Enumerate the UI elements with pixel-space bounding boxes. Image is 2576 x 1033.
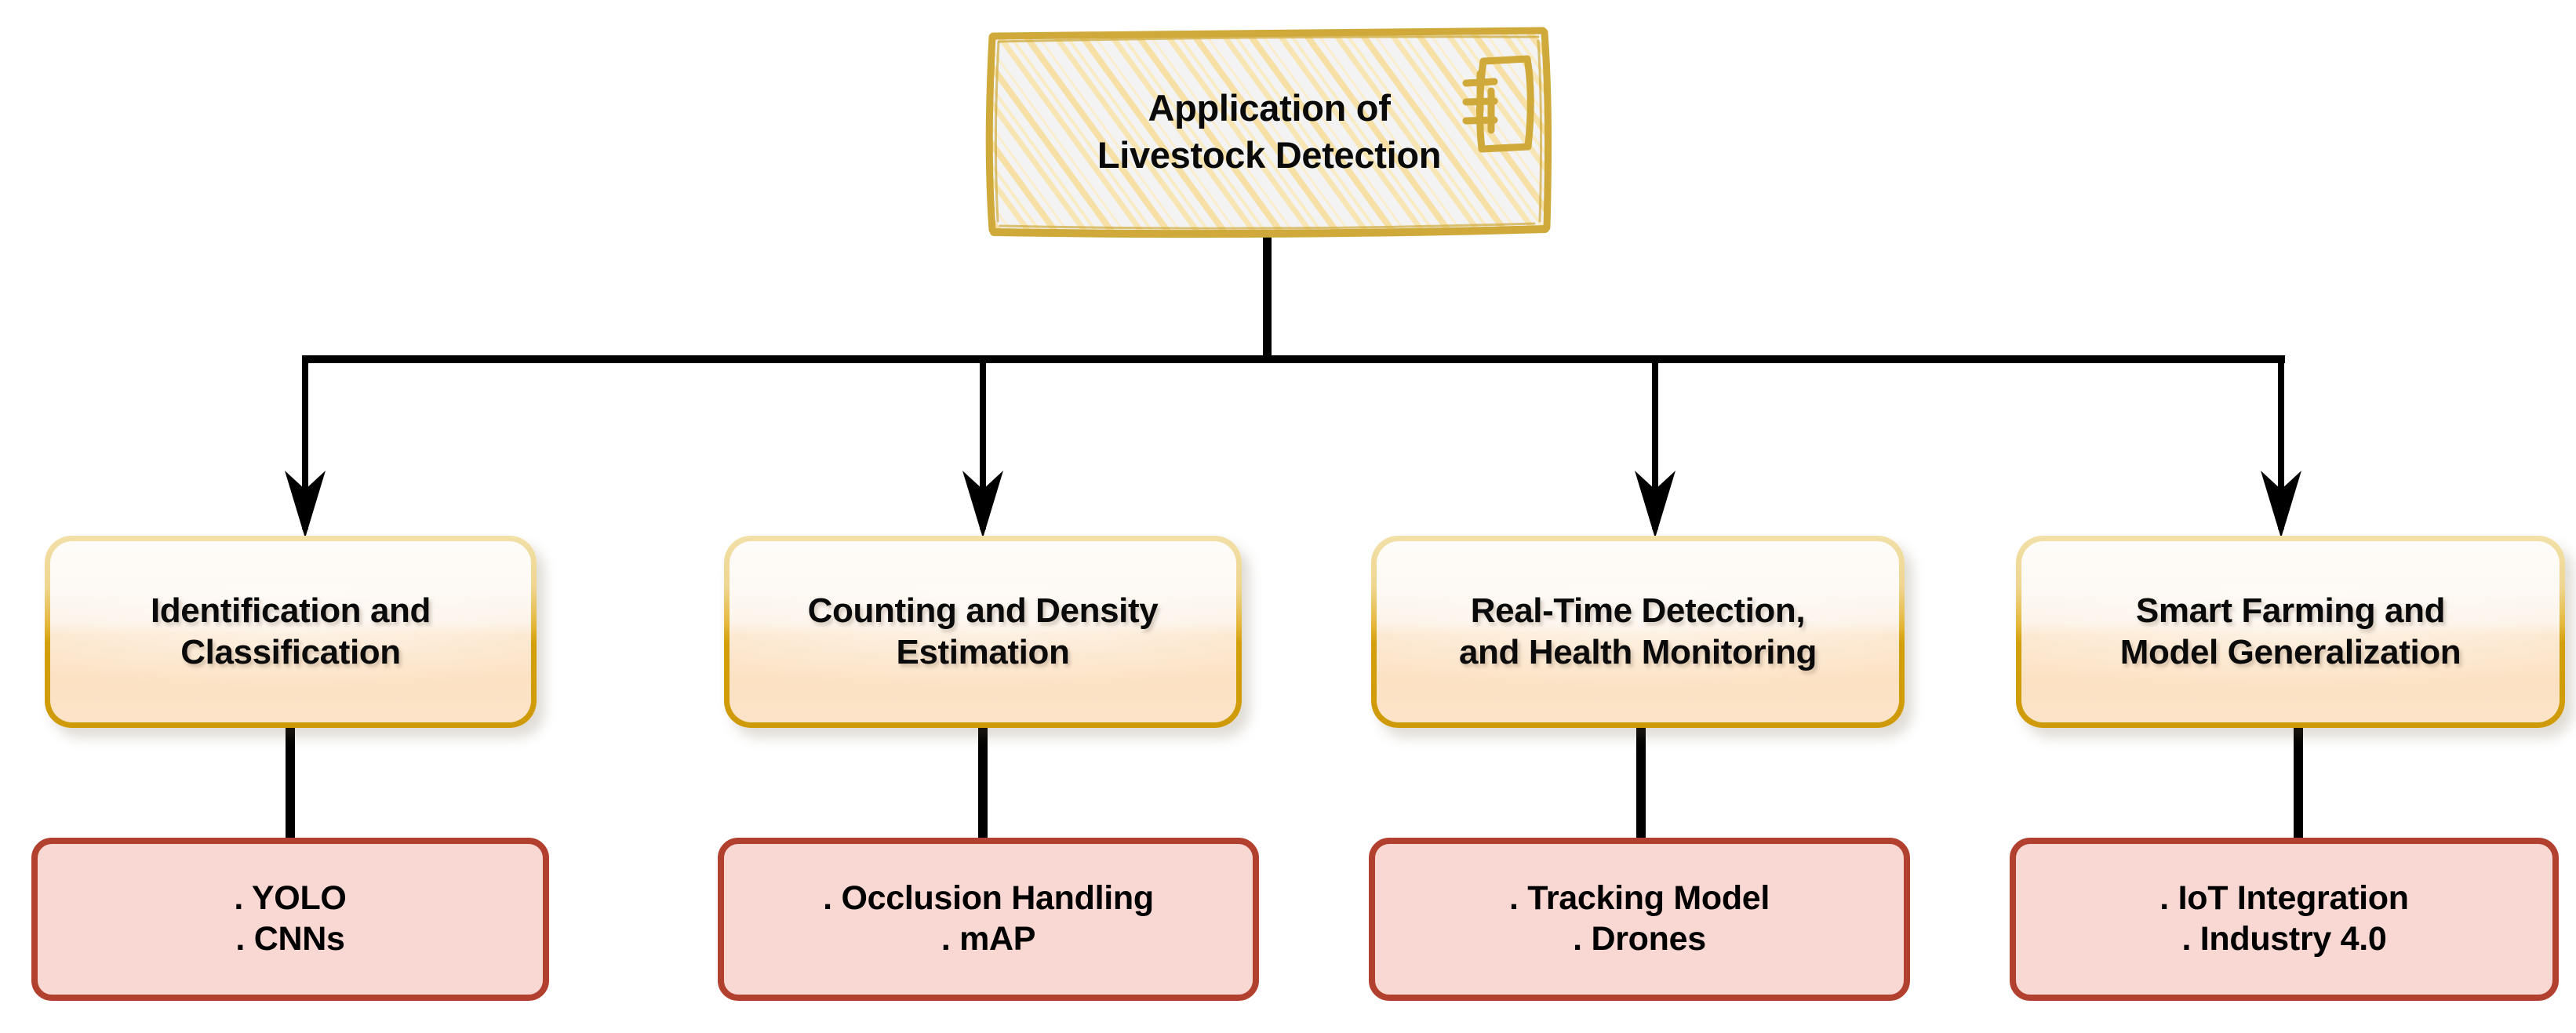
category-node-smart-farming-and-model-generalization[interactable]: Smart Farming and Model Generalization <box>2016 536 2565 728</box>
category-node-fill <box>2021 541 2560 722</box>
category-node-label: Identification and Classification <box>45 591 537 673</box>
connector-root-stem <box>1263 235 1272 361</box>
leaf-label-line-2: . Industry 4.0 <box>2181 920 2387 958</box>
root-label-line-1: Application of <box>1148 87 1391 129</box>
leaf-node-label: . Occlusion Handling . mAP <box>724 878 1253 959</box>
leaf-node-label: . IoT Integration . Industry 4.0 <box>2016 878 2552 959</box>
leaf-label-line-1: . YOLO <box>234 879 347 918</box>
connector-leaf-link-4 <box>2294 726 2303 842</box>
category-label-line-2: Estimation <box>896 632 1070 671</box>
category-node-label: Counting and Density Estimation <box>724 591 1242 673</box>
category-node-real-time-detection-and-health-monitoring[interactable]: Real-Time Detection, and Health Monitori… <box>1371 536 1905 728</box>
connector-branch-4 <box>2261 355 2301 538</box>
leaf-node-iot-integration-industry-4-0[interactable]: . IoT Integration . Industry 4.0 <box>2010 838 2559 1001</box>
leaf-node-label: . Tracking Model . Drones <box>1375 878 1904 959</box>
root-label-line-2: Livestock Detection <box>1097 133 1442 176</box>
leaf-node-occlusion-handling-map[interactable]: . Occlusion Handling . mAP <box>718 838 1259 1001</box>
category-label-line-2: Classification <box>180 632 401 671</box>
root-node[interactable]: Application of Livestock Detection <box>983 24 1555 239</box>
category-node-label: Smart Farming and Model Generalization <box>2016 591 2565 673</box>
category-label-line-1: Counting and Density <box>807 591 1159 631</box>
leaf-label-line-1: . Tracking Model <box>1508 879 1770 918</box>
connector-leaf-link-2 <box>978 726 988 842</box>
root-node-fill <box>991 30 1549 234</box>
leaf-node-label: . YOLO . CNNs <box>38 878 543 959</box>
category-label-line-1: Real-Time Detection, <box>1470 591 1806 631</box>
category-label-line-2: and Health Monitoring <box>1458 632 1817 671</box>
root-node-sketch-shape <box>985 27 1552 238</box>
connector-branch-2 <box>962 355 1003 538</box>
connector-branch-1 <box>285 355 326 538</box>
note-document-icon <box>1462 55 1534 153</box>
connector-leaf-link-3 <box>1636 726 1646 842</box>
connector-branch-3 <box>1635 355 1675 538</box>
category-node-fill <box>730 541 1236 722</box>
category-node-label: Real-Time Detection, and Health Monitori… <box>1371 591 1905 673</box>
category-label-line-1: Smart Farming and <box>2135 591 2446 631</box>
leaf-label-line-1: . Occlusion Handling <box>823 879 1154 918</box>
category-node-identification-and-classification[interactable]: Identification and Classification <box>45 536 537 728</box>
category-node-counting-and-density-estimation[interactable]: Counting and Density Estimation <box>724 536 1242 728</box>
category-node-fill <box>1377 541 1899 722</box>
leaf-label-line-2: . Drones <box>1573 920 1706 958</box>
category-label-line-2: Model Generalization <box>2119 632 2461 671</box>
leaf-label-line-2: . mAP <box>941 920 1036 958</box>
leaf-node-yolo-cnns[interactable]: . YOLO . CNNs <box>31 838 549 1001</box>
leaf-node-tracking-model-drones[interactable]: . Tracking Model . Drones <box>1369 838 1910 1001</box>
category-label-line-1: Identification and <box>150 591 431 631</box>
connector-distribution-bar <box>302 355 2285 363</box>
leaf-label-line-2: . CNNs <box>235 920 345 958</box>
leaf-label-line-1: . IoT Integration <box>2159 879 2409 918</box>
category-node-fill <box>50 541 531 722</box>
root-node-border <box>985 27 1552 238</box>
connector-leaf-link-1 <box>286 726 295 842</box>
root-node-label: Application of Livestock Detection <box>983 24 1555 239</box>
